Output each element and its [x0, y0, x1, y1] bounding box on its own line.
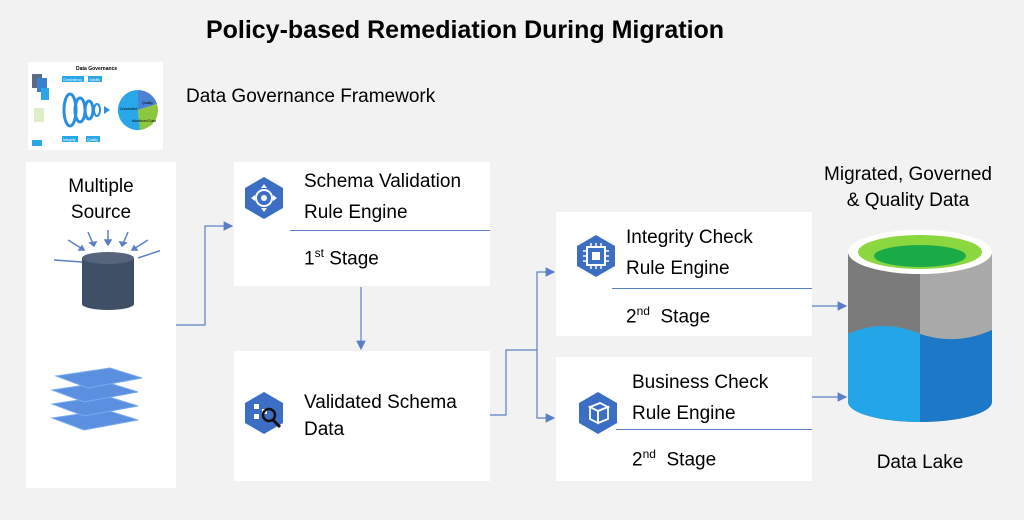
- page-title: Policy-based Remediation During Migratio…: [205, 16, 725, 44]
- integrity-check-title-line2: Rule Engine: [626, 258, 730, 279]
- source-label-line1: Multiple: [68, 176, 134, 197]
- business-check-stage: 2nd Stage: [632, 447, 717, 471]
- thumbnail-title: Data Governance: [76, 66, 117, 72]
- cube-icon: [579, 392, 617, 434]
- validated-schema-title-line2: Data: [304, 419, 345, 440]
- output-heading-line1: Migrated, Governed: [824, 164, 992, 185]
- schema-validation-icon: [245, 177, 283, 219]
- database-source-icon: [53, 230, 160, 310]
- pie-label-monitored: Monitored Data: [132, 119, 156, 123]
- governance-thumbnail: Data Governance Consistency Validity Int…: [28, 62, 163, 150]
- business-check-title-line2: Rule Engine: [632, 403, 736, 424]
- chip-icon: [577, 235, 615, 277]
- validated-schema-box: Validated Schema Data: [234, 351, 490, 481]
- thumbnail-tag-consistency: Consistency: [63, 78, 82, 82]
- integrity-check-title-line1: Integrity Check: [626, 227, 753, 248]
- connector-to-integrity: [536, 267, 556, 350]
- governance-thumbnail-graphic: Data Governance Consistency Validity Int…: [32, 66, 158, 146]
- data-lake-caption: Data Lake: [876, 452, 964, 473]
- pie-label-connected: Connected: [120, 107, 137, 111]
- data-lake-icon: [848, 230, 992, 422]
- framework-label: Data Governance Framework: [186, 86, 436, 107]
- connector-source-to-schema: [176, 221, 234, 326]
- schema-validation-title-line1: Schema Validation: [304, 171, 462, 192]
- schema-validation-stage: 1st Stage: [304, 246, 379, 270]
- thumbnail-tag-quality: Quality: [87, 138, 98, 142]
- source-label-line2: Source: [70, 202, 132, 223]
- output-heading-line2: & Quality Data: [846, 190, 970, 211]
- integrity-check-box: Integrity Check Rule Engine 2nd Stage: [556, 212, 812, 336]
- search-data-icon: [245, 392, 283, 434]
- schema-validation-box: Schema Validation Rule Engine 1st Stage: [234, 162, 490, 286]
- thumbnail-tag-integrity: Integrity: [63, 138, 76, 142]
- source-box: Multiple Source: [26, 162, 176, 488]
- integrity-check-stage: 2nd Stage: [626, 304, 711, 328]
- schema-validation-title-line2: Rule Engine: [304, 202, 408, 223]
- connector-validated-branch: [490, 349, 537, 416]
- layers-source-icon: [50, 367, 143, 431]
- connector-to-business: [536, 350, 556, 423]
- business-check-box: Business Check Rule Engine 2nd Stage: [556, 357, 812, 481]
- business-check-title-line1: Business Check: [632, 372, 769, 393]
- pie-label-quality: Quality: [142, 101, 153, 105]
- validated-schema-title-line1: Validated Schema: [304, 392, 457, 413]
- thumbnail-tag-validity: Validity: [89, 78, 100, 82]
